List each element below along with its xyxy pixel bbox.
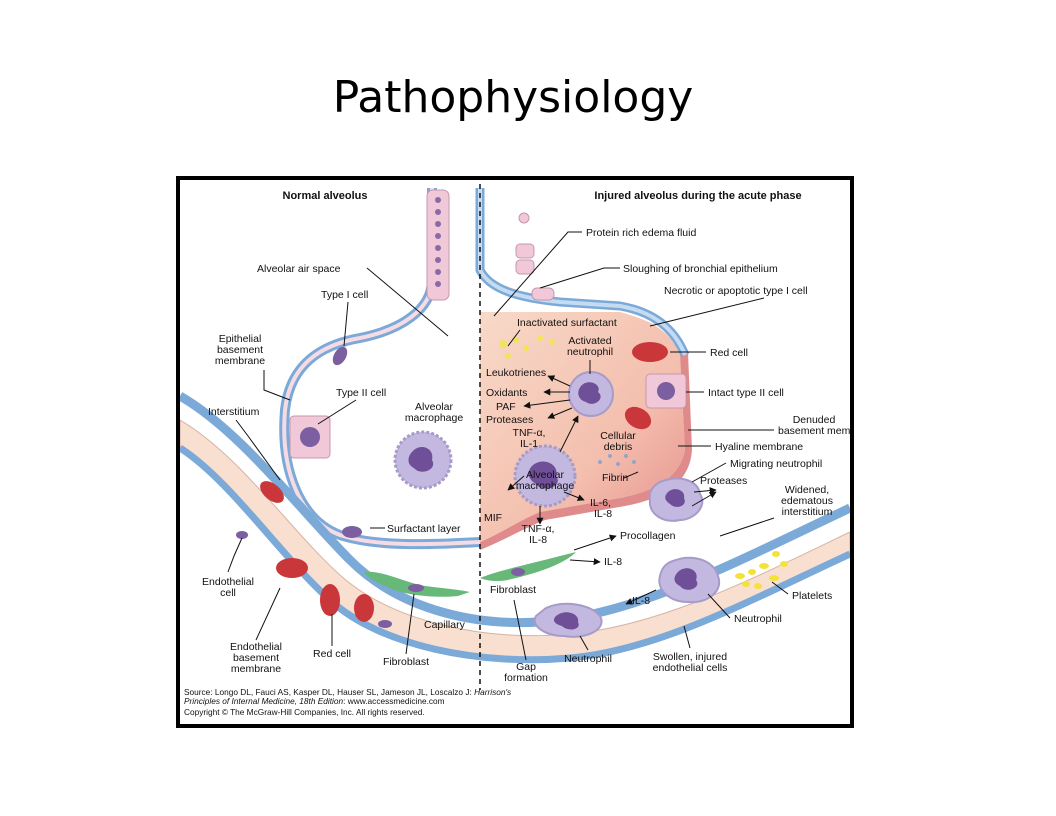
credit-line-2: Principles of Internal Medicine, 18th Ed…: [184, 697, 445, 706]
label-paf: PAF: [496, 401, 516, 413]
label-proteases: Proteases: [486, 414, 533, 426]
figure-panel: Normal alveolus Injured alveolus during …: [180, 180, 850, 724]
activated-neutrophil: [568, 371, 614, 417]
label-activated-neutrophil-1: Activated: [568, 335, 611, 347]
header-normal: Normal alveolus: [283, 190, 368, 202]
label-endothelial-bm-3: membrane: [231, 663, 281, 675]
label-protein-rich-edema: Protein rich edema fluid: [586, 227, 696, 239]
label-tnf-il8-1: TNF-α,: [522, 523, 555, 535]
label-endothelial-bm-2: basement: [233, 652, 279, 664]
label-sloughing: Sloughing of bronchial epithelium: [623, 263, 778, 275]
sloughed-epithelium: [515, 212, 555, 301]
label-alveolar-air-space: Alveolar air space: [257, 263, 341, 275]
label-alveolar-macrophage-2: macrophage: [405, 412, 464, 424]
label-fibroblast-left: Fibroblast: [383, 656, 429, 668]
label-denuded-bm-2: basement membrane: [778, 425, 850, 437]
label-procollagen: Procollagen: [620, 530, 676, 542]
label-leukotrienes: Leukotrienes: [486, 367, 546, 379]
label-widened-2: edematous: [781, 495, 833, 507]
label-fibrin: Fibrin: [602, 472, 628, 484]
label-endothelial-bm-1: Endothelial: [230, 641, 282, 653]
label-necrotic-type-i: Necrotic or apoptotic type I cell: [664, 285, 808, 297]
credit-line-1: Source: Longo DL, Fauci AS, Kasper DL, H…: [184, 688, 511, 697]
slide-title: Pathophysiology: [332, 72, 694, 123]
label-swollen-1: Swollen, injured: [653, 651, 727, 663]
label-surfactant-layer: Surfactant layer: [387, 523, 461, 535]
credit-book: Harrison's: [474, 687, 512, 697]
label-intact-type-ii: Intact type II cell: [708, 387, 784, 399]
credit-url: : www.accessmedicine.com: [343, 696, 445, 706]
label-il6: IL-6,: [590, 497, 611, 509]
label-tnf-il1-1: TNF-α,: [513, 427, 546, 439]
credit-source: Source: Longo DL, Fauci AS, Kasper DL, H…: [184, 687, 475, 697]
alveolar-macrophage-normal: [393, 430, 453, 490]
label-il8: IL-8: [594, 508, 612, 520]
label-alveolar-macrophage-1: Alveolar: [415, 401, 453, 413]
red-cell-right: [632, 342, 668, 362]
label-cellular-debris-2: debris: [604, 441, 633, 453]
migrating-neutrophil: [648, 477, 704, 522]
label-il8-a: IL-8: [604, 556, 622, 568]
label-widened-1: Widened,: [785, 484, 829, 496]
pathophysiology-figure: Normal alveolus Injured alveolus during …: [176, 176, 854, 728]
label-il8-b: IL-8: [632, 595, 650, 607]
label-hyaline-membrane: Hyaline membrane: [715, 441, 803, 453]
label-red-cell-right: Red cell: [710, 347, 748, 359]
label-alveolar-macrophage-2-right: macrophage: [516, 480, 575, 492]
label-migrating-neutrophil: Migrating neutrophil: [730, 458, 822, 470]
type-i-cell: [332, 346, 348, 366]
label-epithelial-bm-2: basement: [217, 344, 263, 356]
capillary-red-cell: [276, 558, 308, 578]
label-denuded-bm-1: Denuded: [793, 414, 836, 426]
label-gap-formation-2: formation: [504, 672, 548, 684]
label-capillary: Capillary: [424, 619, 466, 631]
credit-line-3: Copyright © The McGraw-Hill Companies, I…: [184, 707, 425, 717]
label-tnf-il8-2: IL-8: [529, 534, 547, 546]
label-type-ii-cell: Type II cell: [336, 387, 386, 399]
credit-edition: Principles of Internal Medicine, 18th Ed…: [184, 696, 344, 706]
label-gap-formation-1: Gap: [516, 661, 536, 673]
platelets: [735, 551, 788, 589]
label-cellular-debris-1: Cellular: [600, 430, 636, 442]
label-swollen-2: endothelial cells: [653, 662, 728, 674]
label-proteases-2: Proteases: [700, 475, 747, 487]
normal-alveolar-wall: [279, 188, 481, 550]
label-fibroblast-right: Fibroblast: [490, 584, 536, 596]
label-platelets: Platelets: [792, 590, 832, 602]
label-type-i-cell: Type I cell: [321, 289, 368, 301]
label-endothelial-cell-1: Endothelial: [202, 576, 254, 588]
inactivated-surfactant: [499, 335, 555, 359]
fibroblast-injured: [480, 552, 576, 581]
label-red-cell-left: Red cell: [313, 648, 351, 660]
cellular-debris: [598, 454, 636, 466]
label-epithelial-bm-3: membrane: [215, 355, 265, 367]
alveolus-diagram: Normal alveolus Injured alveolus during …: [180, 184, 850, 690]
label-alveolar-macrophage-1-right: Alveolar: [526, 469, 564, 481]
label-widened-3: interstitium: [782, 506, 833, 518]
label-tnf-il1-2: IL-1: [520, 438, 538, 450]
label-activated-neutrophil-2: neutrophil: [567, 346, 613, 358]
capillary-neutrophil: [658, 556, 721, 604]
hyaline-membrane-band: [480, 352, 692, 550]
neutrophil-lower: [533, 602, 603, 638]
label-endothelial-cell-2: cell: [220, 587, 236, 599]
label-mif: MIF: [484, 512, 502, 524]
capillary-lower-wall: [180, 445, 850, 664]
alveolar-macrophage-injured: [513, 444, 577, 508]
label-inactivated-surfactant: Inactivated surfactant: [517, 317, 617, 329]
label-neutrophil-a: Neutrophil: [734, 613, 782, 625]
label-oxidants: Oxidants: [486, 387, 527, 399]
label-interstitium: Interstitium: [208, 406, 260, 418]
label-neutrophil-b: Neutrophil: [564, 653, 612, 665]
header-injured: Injured alveolus during the acute phase: [594, 190, 801, 202]
label-epithelial-bm-1: Epithelial: [219, 333, 262, 345]
